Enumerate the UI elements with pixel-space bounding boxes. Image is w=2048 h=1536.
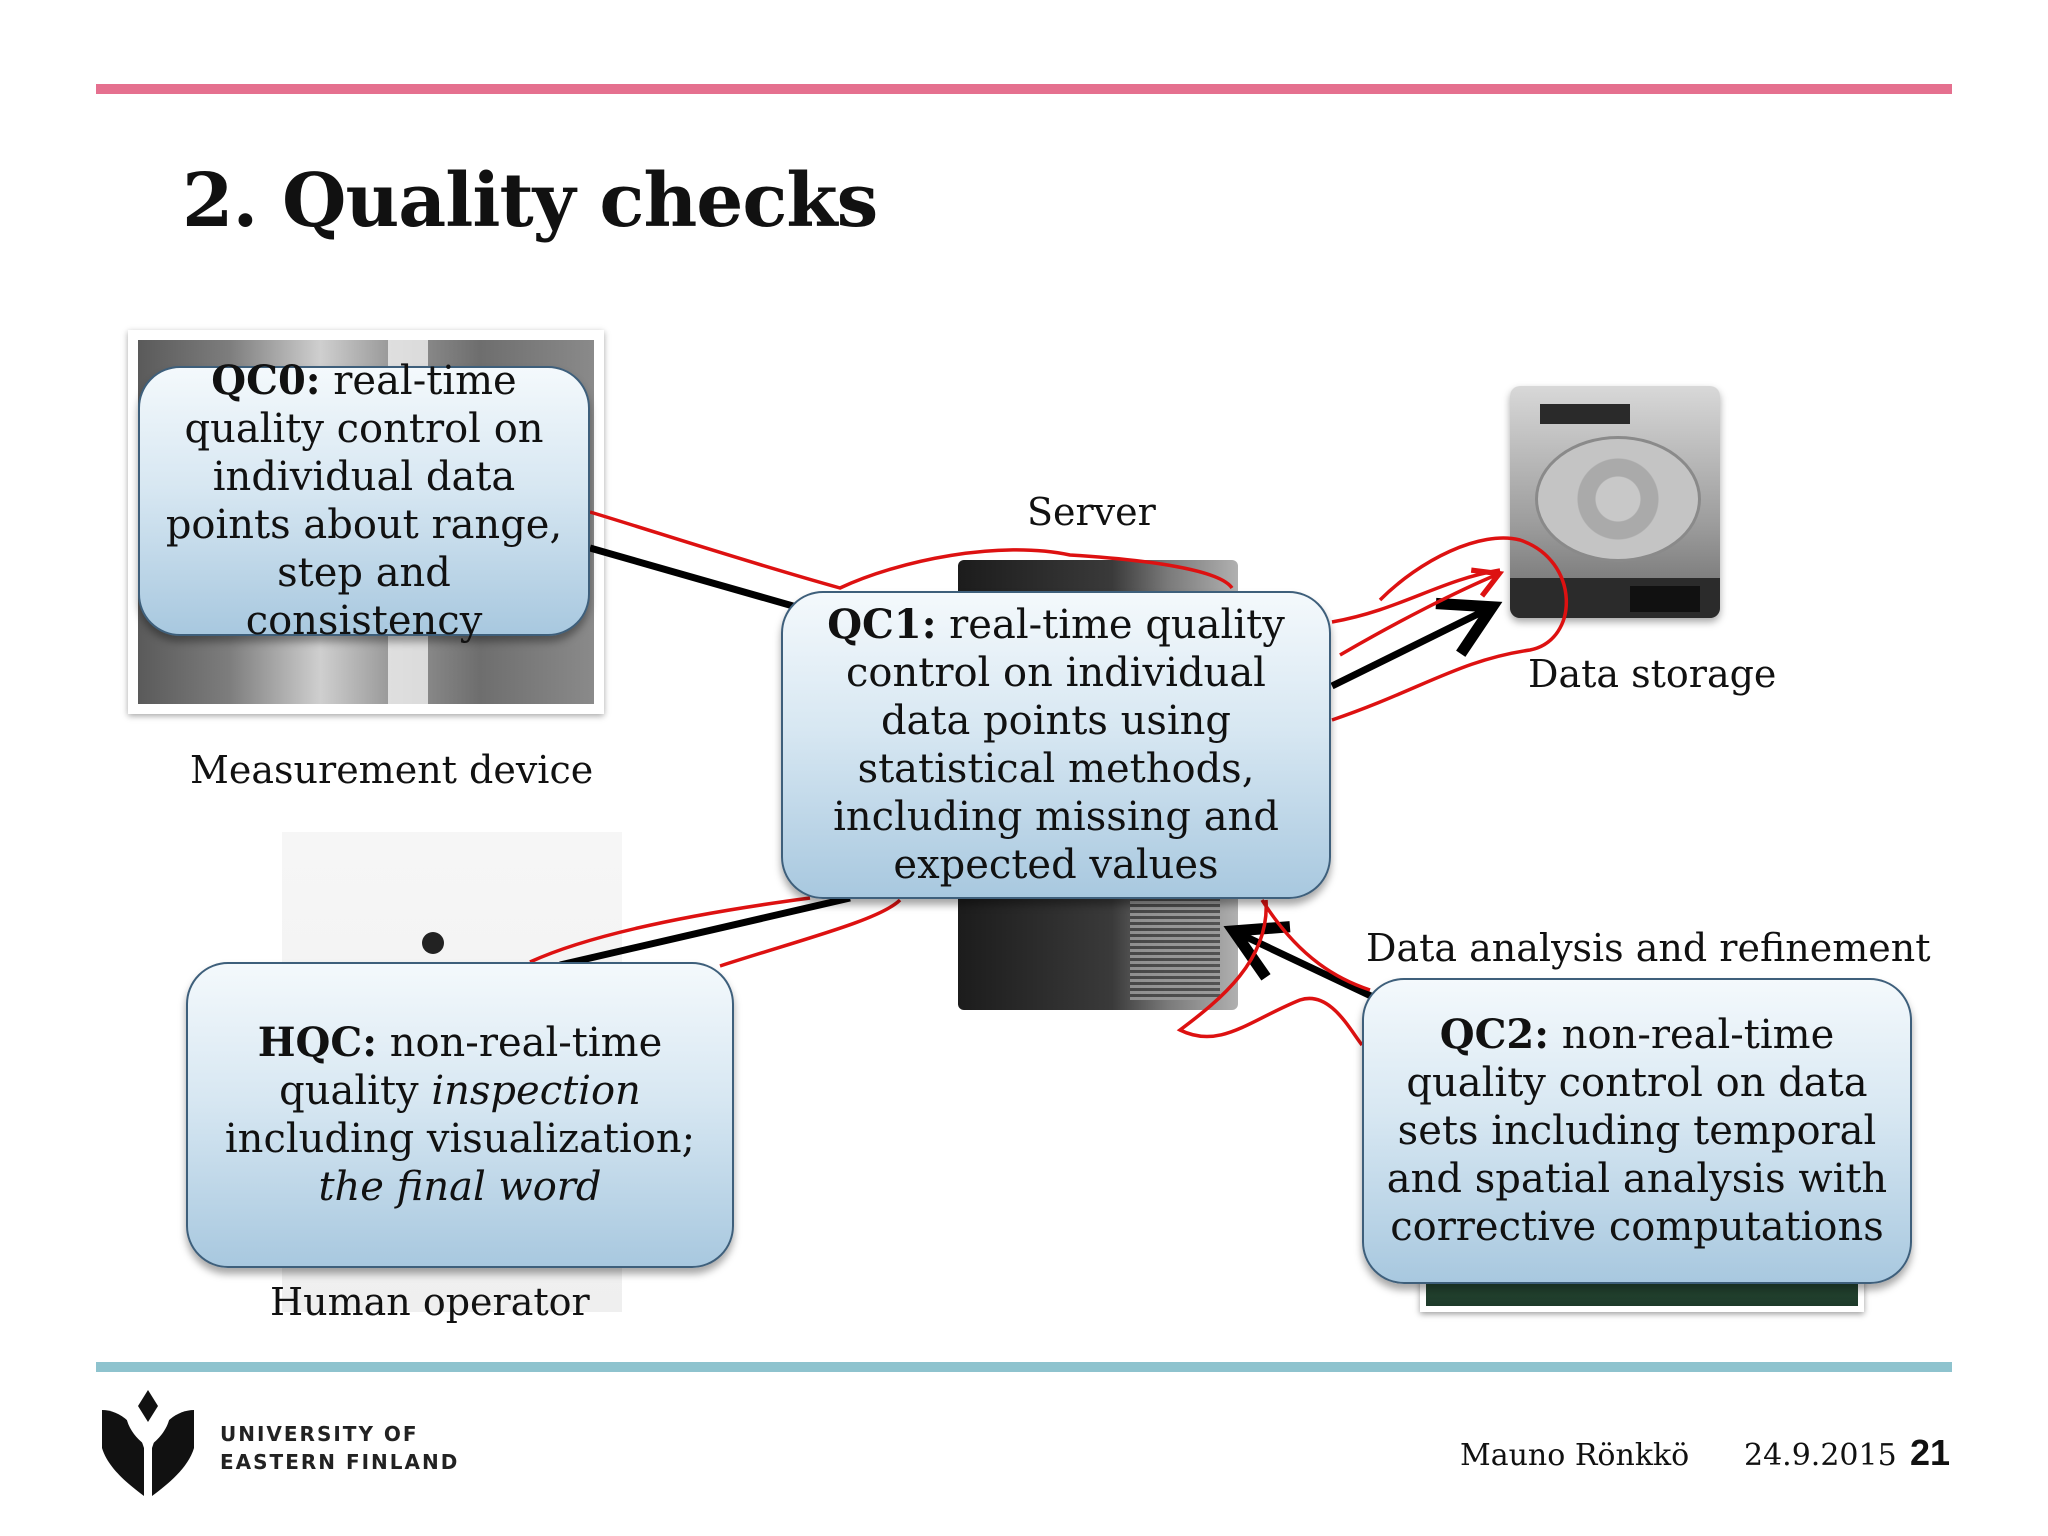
hqc-text-a: non-real-time quality [279, 1020, 663, 1114]
red-loop-top [589, 510, 1234, 590]
qc1-text: real-time quality control on individual … [833, 602, 1285, 888]
black-line-qc0-qc1 [589, 544, 801, 612]
hqc-text-italic-b: the final word [318, 1164, 602, 1210]
qc2-heading: QC2: [1439, 1011, 1549, 1058]
university-line-2: EASTERN FINLAND [220, 1450, 460, 1474]
label-human-operator: Human operator [270, 1280, 590, 1324]
hqc-text-italic-a: inspection [431, 1068, 641, 1114]
page-number: 21 [1910, 1432, 1951, 1473]
university-name: UNIVERSITY OF EASTERN FINLAND [220, 1420, 459, 1476]
label-measurement-device: Measurement device [190, 748, 594, 792]
black-arrow-qc1-storage [1330, 597, 1503, 690]
label-data-analysis: Data analysis and refinement [1366, 926, 1931, 970]
qc1-box: QC1: real-time quality control on indivi… [781, 591, 1331, 899]
qc0-text: real-time quality control on individual … [165, 358, 563, 644]
server-grille [1130, 880, 1220, 1000]
hqc-text-b: including visualization; [224, 1116, 696, 1162]
qc0-box: QC0: real-time quality control on indivi… [138, 357, 590, 644]
hqc-heading: HQC: [257, 1019, 377, 1066]
black-line-qc1-hqc [559, 894, 851, 969]
black-arrow-qc2-server [1223, 921, 1392, 1009]
qc0-heading: QC0: [211, 357, 321, 404]
top-accent-rule [96, 84, 1952, 94]
university-logo-icon [102, 1390, 194, 1496]
label-data-storage: Data storage [1528, 652, 1777, 696]
hard-drive-icon [1510, 386, 1720, 618]
red-loop-bottom-left [529, 896, 902, 968]
hqc-box: HQC: non-real-time quality inspection in… [186, 962, 734, 1268]
qc2-box: QC2: non-real-time quality control on da… [1362, 978, 1912, 1284]
red-loop-bottom-right [1176, 899, 1371, 1047]
red-loop-storage [1331, 536, 1568, 722]
university-line-1: UNIVERSITY OF [220, 1422, 419, 1446]
footer-date: 24.9.2015 [1744, 1438, 1897, 1473]
slide-title: 2. Quality checks [182, 158, 878, 244]
qc2-text: non-real-time quality control on data se… [1386, 1012, 1888, 1250]
qc1-heading: QC1: [827, 601, 937, 648]
label-server: Server [1027, 490, 1156, 534]
bottom-accent-rule [96, 1362, 1952, 1372]
footer-author: Mauno Rönkkö [1460, 1438, 1690, 1473]
